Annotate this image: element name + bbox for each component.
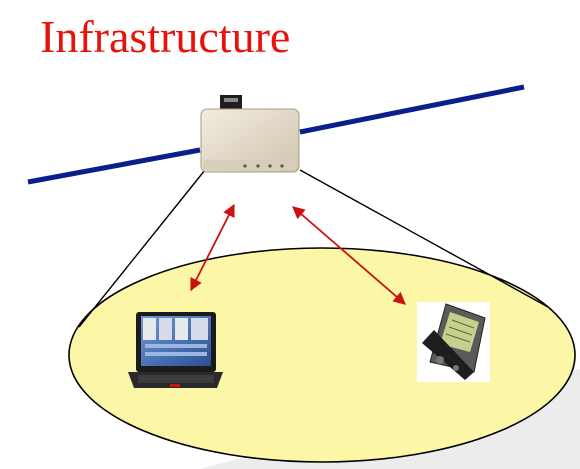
laptop-icon — [128, 312, 223, 388]
laptop-link-arrow — [190, 203, 235, 292]
pda-icon — [417, 302, 490, 382]
slide-title: Infrastructure — [40, 11, 291, 62]
access-point-icon — [200, 95, 300, 173]
coverage-line-left — [78, 169, 206, 328]
backbone-line-right — [299, 84, 525, 135]
pda-link-arrow — [292, 206, 406, 305]
backbone-line-left — [27, 147, 201, 185]
coverage-line-right — [299, 169, 549, 308]
